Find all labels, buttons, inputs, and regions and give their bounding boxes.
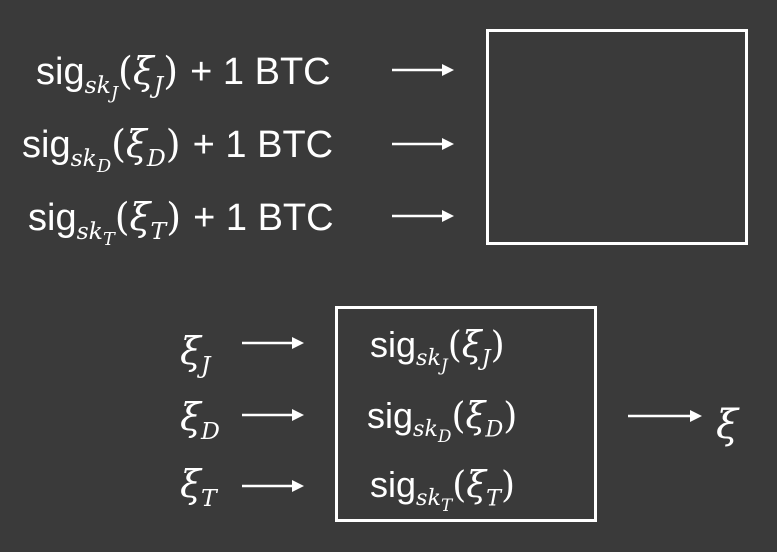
sk-text: sk: [70, 143, 97, 172]
xi-symbol: ξ: [132, 49, 154, 93]
xi-symbol: ξ: [125, 122, 147, 166]
close-paren: ): [500, 465, 515, 506]
box-signature-row-1: sigskJ(ξJ): [370, 327, 505, 374]
box-signature-row-3: sigskT(ξT): [370, 467, 515, 514]
close-paren: ): [503, 396, 518, 437]
sk-text: sk: [413, 416, 439, 443]
close-paren: ): [490, 325, 505, 366]
signing-key-subscript: skT: [416, 485, 452, 513]
sk-text: sk: [416, 345, 442, 372]
open-paren: (: [452, 465, 467, 506]
open-paren: (: [447, 325, 462, 366]
close-paren: ): [163, 49, 179, 93]
sig-label: sig: [370, 324, 417, 365]
sk-text: sk: [76, 216, 103, 245]
sk-index: D: [96, 157, 112, 178]
arrow-right-icon: [242, 337, 304, 349]
sk-index: T: [441, 495, 453, 516]
box-signature-row-2: sigskD(ξD): [367, 398, 517, 445]
bottom-input-xi-1: ξJ: [180, 332, 210, 378]
xi-symbol: ξ: [180, 462, 201, 506]
sk-index: J: [441, 355, 448, 376]
btc-amount: + 1 BTC: [193, 197, 334, 239]
xi-index: D: [146, 143, 166, 172]
xi-index: D: [485, 416, 504, 443]
xi-symbol: ξ: [465, 396, 486, 437]
xi-index: T: [150, 216, 167, 245]
xi-index: D: [200, 416, 220, 445]
sig-label: sig: [367, 395, 414, 436]
top-input-row-3: sigskT(ξT) + 1 BTC: [28, 198, 334, 250]
xi-symbol: ξ: [180, 395, 201, 439]
sk-index: J: [110, 84, 119, 105]
xi-symbol: ξ: [466, 465, 487, 506]
open-paren: (: [451, 396, 466, 437]
close-paren: ): [166, 195, 182, 239]
top-empty-box: [486, 29, 748, 245]
arrow-right-icon: [392, 138, 454, 150]
close-paren: ): [165, 122, 181, 166]
signing-key-subscript: skT: [76, 216, 115, 249]
bottom-input-xi-3: ξT: [180, 465, 217, 511]
xi-index: T: [486, 485, 501, 512]
arrow-right-icon: [392, 210, 454, 222]
bottom-input-xi-2: ξD: [180, 398, 220, 444]
open-paren: (: [111, 122, 126, 166]
btc-amount: + 1 BTC: [192, 124, 334, 166]
xi-symbol: ξ: [461, 325, 482, 366]
btc-amount: + 1 BTC: [190, 51, 331, 93]
arrow-right-icon: [242, 480, 304, 492]
xi-index: T: [200, 483, 217, 512]
signing-key-subscript: skD: [413, 416, 451, 444]
signature-box: [335, 306, 597, 522]
sk-text: sk: [84, 70, 111, 99]
xi-symbol: ξ: [180, 329, 201, 373]
arrow-right-icon: [392, 64, 454, 76]
signing-key-subscript: skD: [70, 143, 112, 176]
sk-index: D: [438, 426, 452, 447]
xi-symbol: ξ: [129, 195, 151, 239]
top-input-row-1: sigskJ(ξJ) + 1 BTC: [36, 52, 331, 104]
sk-text: sk: [416, 485, 442, 512]
open-paren: (: [118, 49, 133, 93]
sig-label: sig: [370, 464, 417, 505]
sig-label: sig: [28, 197, 77, 239]
xi-index: J: [481, 345, 491, 372]
xi-index: J: [153, 70, 164, 99]
signing-key-subscript: skJ: [416, 345, 448, 373]
arrow-right-icon: [628, 410, 702, 422]
signing-key-subscript: skJ: [84, 70, 118, 103]
sig-label: sig: [22, 124, 71, 166]
arrow-right-icon: [242, 409, 304, 421]
xi-index: J: [200, 350, 211, 379]
top-input-row-2: sigskD(ξD) + 1 BTC: [22, 125, 333, 177]
output-xi: ξ: [716, 402, 739, 448]
sig-label: sig: [36, 51, 85, 93]
open-paren: (: [114, 195, 130, 239]
sk-index: T: [102, 230, 115, 251]
